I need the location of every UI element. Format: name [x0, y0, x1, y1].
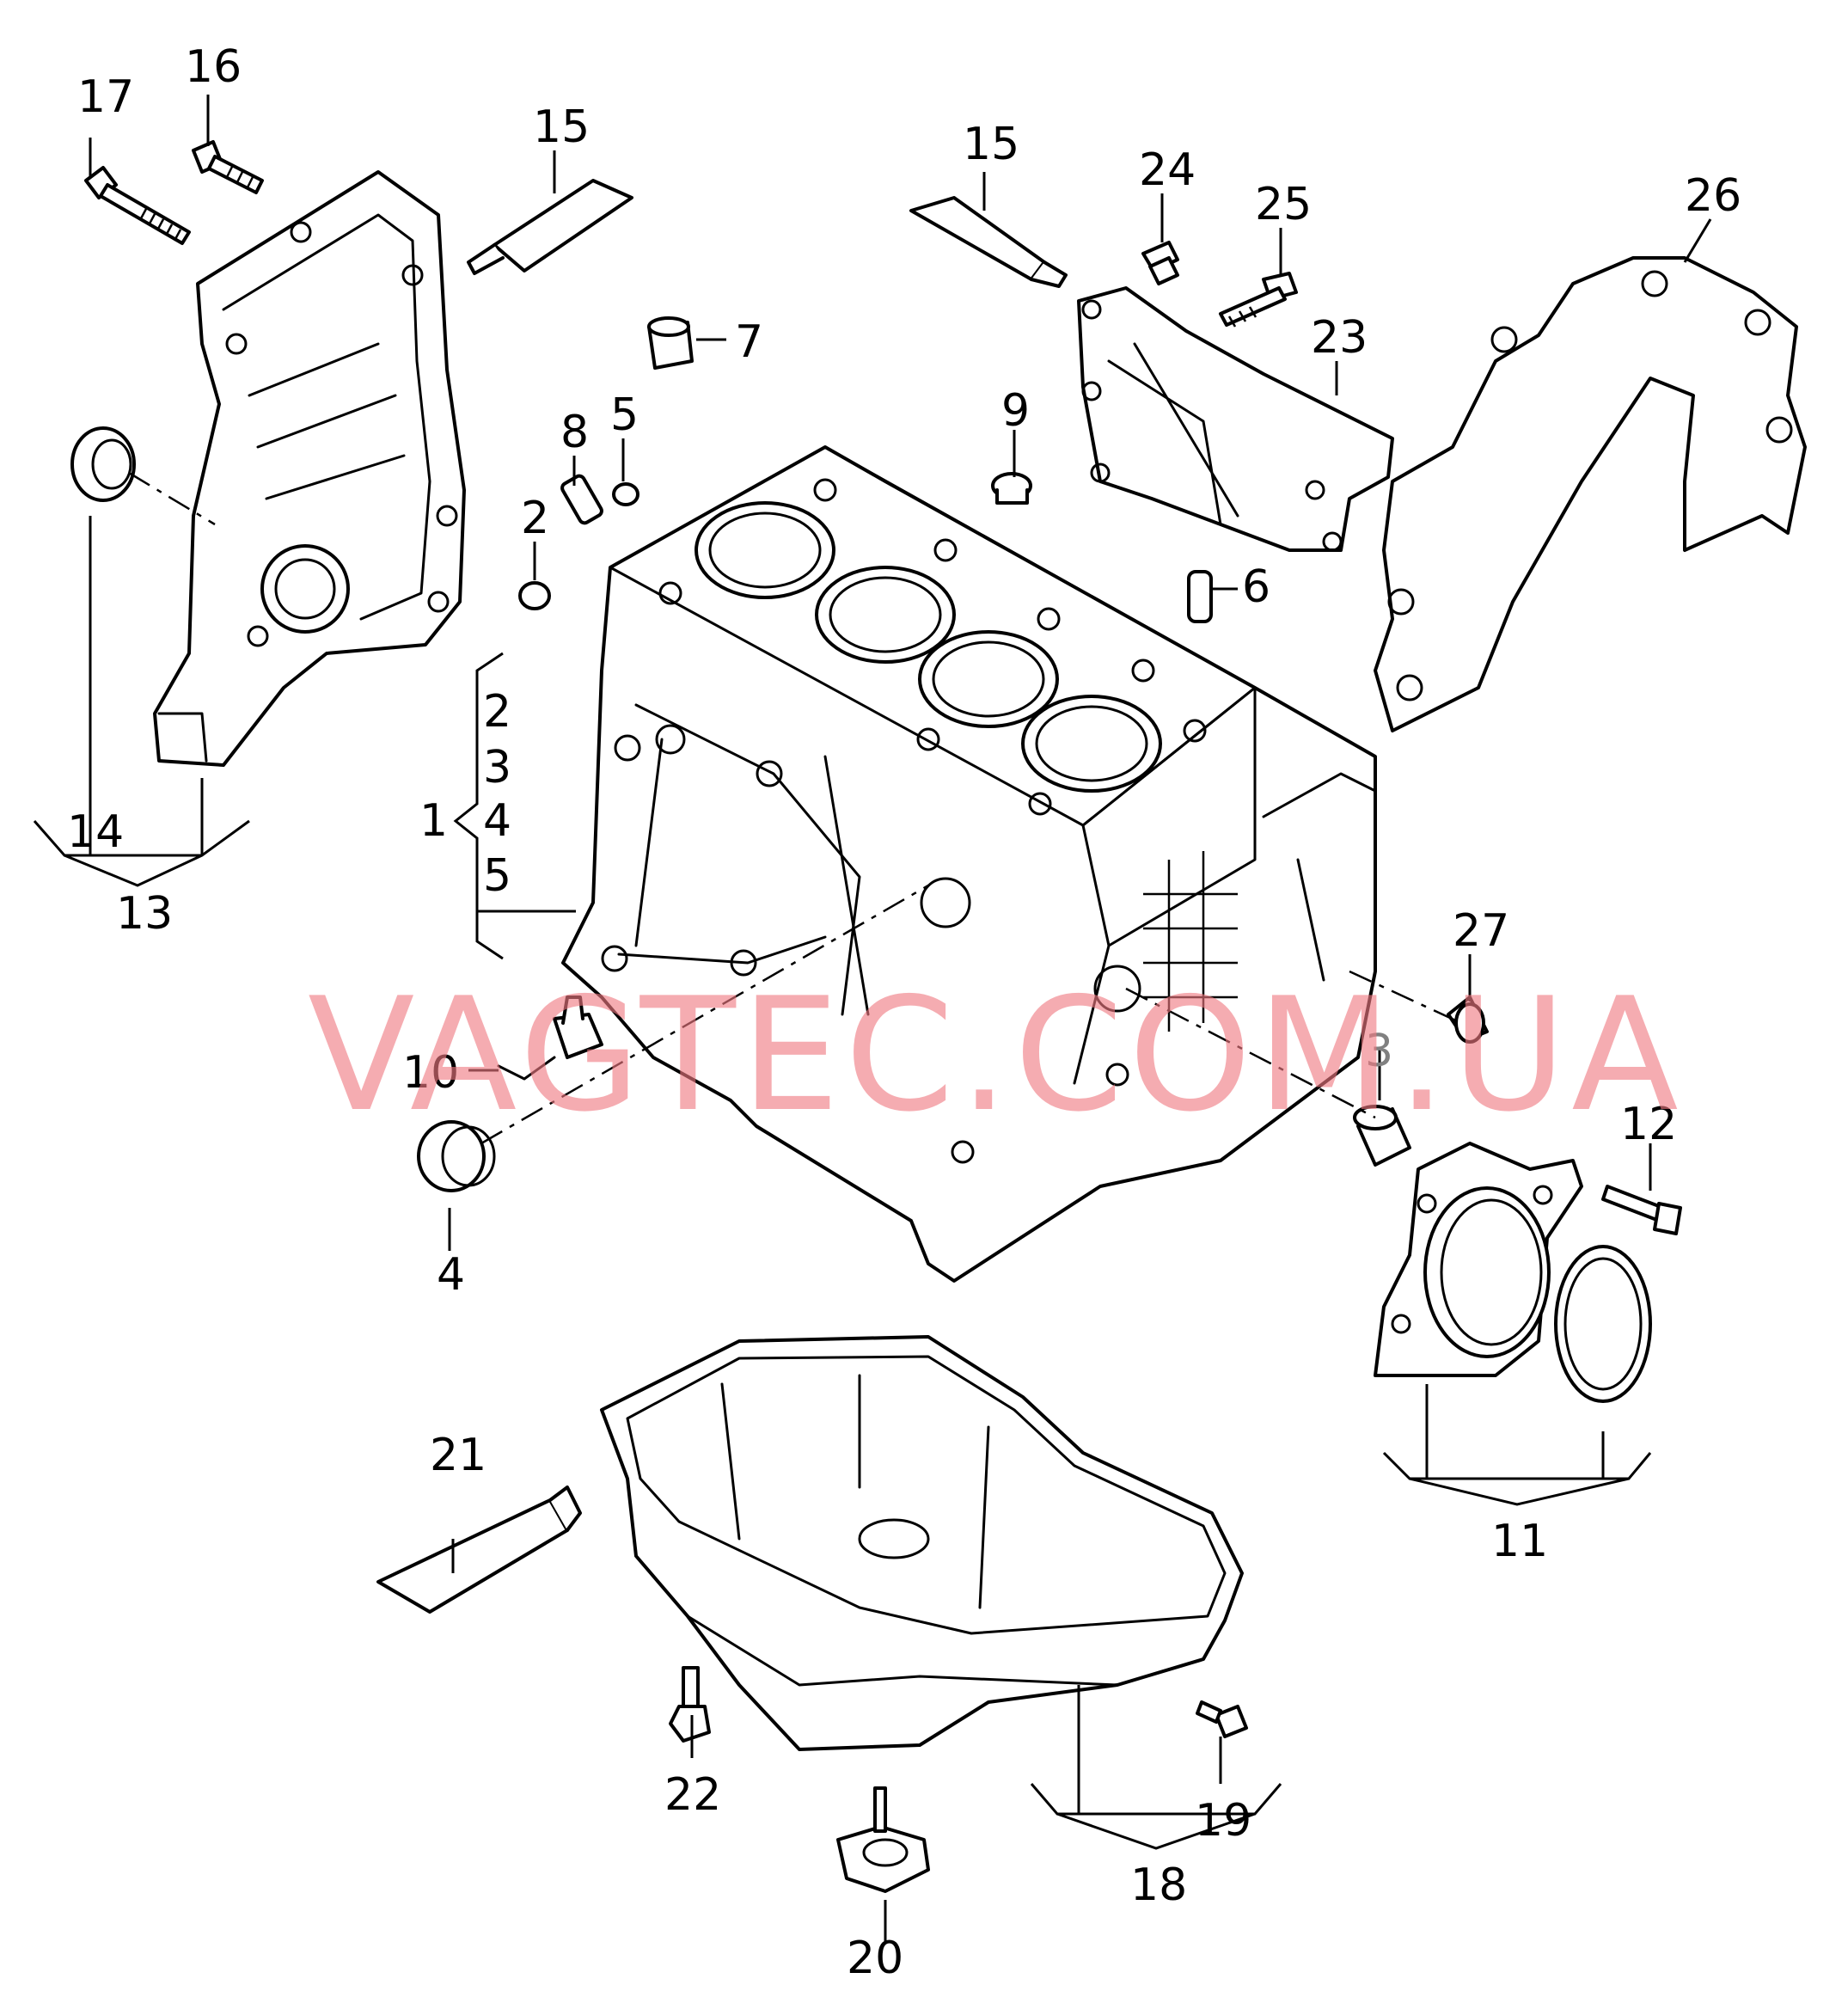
callout-23: 23	[1311, 312, 1368, 364]
callout-25: 25	[1255, 179, 1312, 230]
gasket	[1374, 256, 1807, 732]
leader-lines	[33, 95, 1712, 1943]
engine-block	[561, 445, 1377, 1283]
callout-1: 1	[419, 795, 448, 847]
bolt	[1196, 1700, 1248, 1738]
bolt	[84, 166, 191, 245]
callout-5: 5	[610, 389, 639, 441]
callout-16: 16	[185, 41, 242, 93]
callout-21: 21	[430, 1430, 486, 1481]
callout-27: 27	[1453, 905, 1509, 957]
plug	[647, 316, 694, 370]
oil-level-sensor	[836, 1786, 930, 1893]
timing-cover	[153, 170, 466, 767]
callout-26: 26	[1685, 170, 1741, 222]
bolt	[192, 140, 264, 194]
cap	[417, 1120, 496, 1192]
seal-ring	[70, 426, 136, 502]
sleeve	[518, 581, 551, 610]
callout-14: 14	[67, 806, 124, 858]
bolt	[1141, 241, 1179, 285]
dowel-pin	[560, 474, 603, 525]
callout-12: 12	[1620, 1099, 1677, 1150]
callout-24: 24	[1139, 144, 1196, 196]
sleeve	[1447, 996, 1489, 1044]
dowel-pin	[1187, 570, 1213, 623]
callout-2: 2	[483, 686, 511, 738]
bracket	[1077, 286, 1394, 552]
screw-plug	[991, 472, 1032, 505]
sensor	[497, 996, 603, 1081]
callout-11: 11	[1491, 1516, 1548, 1567]
watermark: VAGTEC.COM.UA	[308, 964, 1684, 1146]
callout-5: 5	[483, 850, 511, 902]
callout-15: 15	[963, 119, 1019, 170]
callout-3: 3	[483, 742, 511, 793]
callout-6: 6	[1242, 561, 1270, 613]
callout-2: 2	[521, 493, 549, 544]
callout-18: 18	[1130, 1859, 1187, 1911]
sleeve	[612, 482, 639, 506]
callout-19: 19	[1195, 1795, 1251, 1847]
sealant-tube	[376, 1486, 582, 1614]
sealant-tube	[909, 196, 1068, 288]
callout-8: 8	[560, 407, 589, 458]
bolt	[669, 1666, 711, 1743]
bolt	[1601, 1185, 1682, 1235]
callout-17: 17	[77, 71, 134, 123]
callout-3: 3	[1365, 1026, 1393, 1077]
callout-22: 22	[664, 1769, 721, 1821]
callout-4: 4	[437, 1249, 465, 1301]
callout-15: 15	[533, 101, 590, 153]
oil-pan	[600, 1335, 1244, 1751]
callout-4: 4	[483, 795, 511, 847]
gasket-ring	[1554, 1245, 1652, 1403]
seal-flange	[1374, 1142, 1583, 1377]
bolt	[1219, 272, 1298, 328]
callout-10: 10	[402, 1047, 459, 1099]
callout-7: 7	[735, 316, 763, 368]
callout-13: 13	[116, 888, 173, 940]
callout-9: 9	[1001, 385, 1030, 437]
sealant-tube	[467, 179, 633, 275]
callout-20: 20	[847, 1933, 903, 1984]
callouts: 17 16 15 15 24 25 26 23 7 9 8 5 2 6 2 3 …	[67, 41, 1741, 1984]
